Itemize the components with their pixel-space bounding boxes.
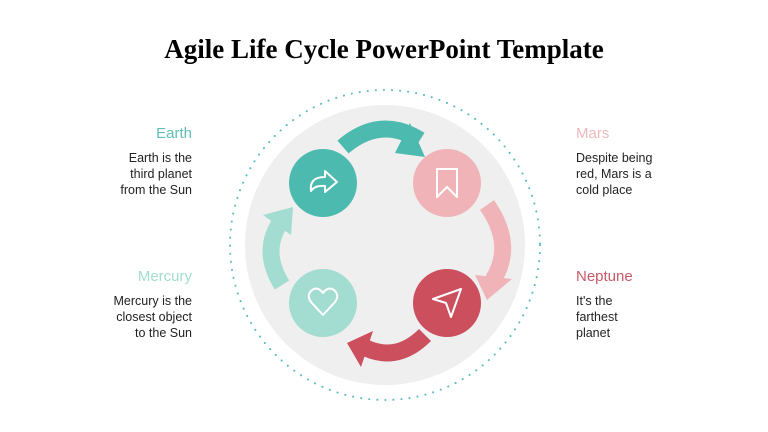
- mars-block: Mars Despite being red, Mars is a cold p…: [576, 125, 696, 198]
- neptune-heading: Neptune: [576, 268, 633, 285]
- arrow-neptune-to-mercury: [347, 328, 432, 367]
- earth-block: Earth Earth is the third planet from the…: [72, 125, 192, 198]
- earth-heading: Earth: [156, 125, 192, 142]
- earth-description: Earth is the third planet from the Sun: [120, 151, 192, 197]
- arrow-mars-to-neptune: [475, 200, 512, 300]
- send-navigation-icon: [432, 288, 462, 318]
- share-arrow-icon: [309, 170, 338, 193]
- arrow-mercury-to-earth: [262, 207, 293, 290]
- mars-description: Despite being red, Mars is a cold place: [576, 151, 653, 197]
- mercury-node: [289, 269, 357, 337]
- mercury-block: Mercury Mercury is the closest object to…: [72, 268, 193, 341]
- slide-title: Agile Life Cycle PowerPoint Template: [164, 34, 604, 64]
- mercury-heading: Mercury: [137, 268, 192, 285]
- agile-cycle-diagram: [229, 89, 541, 401]
- heart-icon: [307, 287, 339, 316]
- dotted-ring: [229, 89, 541, 401]
- neptune-block: Neptune It's the farthest planet: [576, 268, 696, 341]
- background-circle: [245, 105, 525, 385]
- mars-node: [413, 149, 481, 217]
- earth-node: [289, 149, 357, 217]
- bookmark-icon: [436, 168, 458, 198]
- mercury-description: Mercury is the closest object to the Sun: [113, 294, 193, 340]
- neptune-node: [413, 269, 481, 337]
- mars-heading: Mars: [576, 125, 610, 142]
- arrow-earth-to-mars: [337, 120, 425, 157]
- neptune-description: It's the farthest planet: [576, 294, 618, 340]
